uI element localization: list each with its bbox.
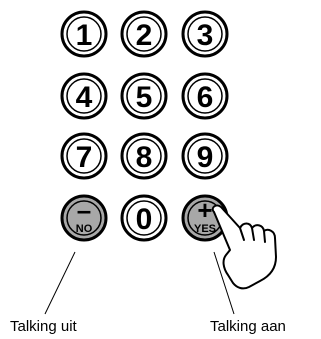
yes-label: YES [194, 223, 216, 235]
key-5[interactable]: 5 [122, 74, 166, 118]
key-7[interactable]: 7 [62, 134, 106, 178]
key-2[interactable]: 2 [122, 12, 166, 56]
key-8-label: 8 [136, 141, 153, 174]
key-2-label: 2 [136, 19, 153, 52]
key-6[interactable]: 6 [183, 74, 227, 118]
key-0[interactable]: 0 [122, 196, 166, 240]
key-3[interactable]: 3 [183, 12, 227, 56]
key-1[interactable]: 1 [62, 12, 106, 56]
plus-sign: + [197, 195, 212, 225]
key-8[interactable]: 8 [122, 134, 166, 178]
talking-off-label: Talking uit [10, 318, 77, 335]
no-label: NO [76, 223, 93, 235]
key-9-label: 9 [197, 141, 214, 174]
key-7-label: 7 [76, 141, 93, 174]
key-4-label: 4 [76, 81, 93, 114]
callout-line-left [45, 252, 75, 314]
key-9[interactable]: 9 [183, 134, 227, 178]
key-1-label: 1 [76, 19, 93, 52]
key-3-label: 3 [197, 19, 214, 52]
key-0-label: 0 [136, 203, 153, 236]
talking-on-label: Talking aan [210, 318, 286, 335]
key-4[interactable]: 4 [62, 74, 106, 118]
key-5-label: 5 [136, 81, 153, 114]
minus-sign: – [77, 195, 91, 225]
key-6-label: 6 [197, 81, 214, 114]
minus-no-key[interactable]: – NO [62, 195, 106, 240]
